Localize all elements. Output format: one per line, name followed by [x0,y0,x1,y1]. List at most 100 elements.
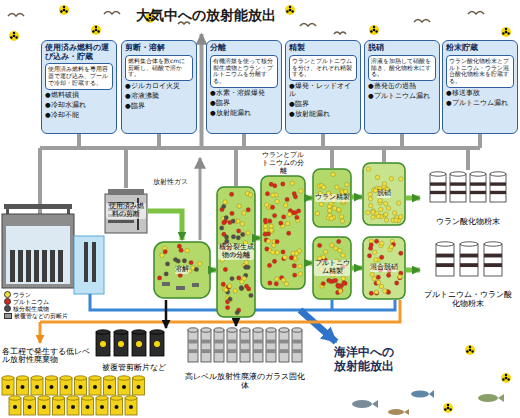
drawing-part [327,204,331,208]
hazard-item: ●蒸発缶の過熱 [368,83,436,91]
drawing-part [444,408,446,410]
legend-row: ウラン [4,291,31,298]
drawing-part [279,349,289,353]
drawing-part [372,250,376,254]
drawing-part [342,280,346,284]
drawing-part [132,332,146,356]
waste-arrow [165,300,168,328]
drawing-part [375,175,379,179]
drawing-part [246,208,250,212]
drawing-part [275,251,279,255]
drawing-part [386,273,390,277]
drawing-part [10,36,12,38]
drawing-part [468,12,484,15]
drawing-part [13,35,16,38]
drawing-part [150,332,164,356]
drawing-part [91,25,101,35]
drawing-part [231,219,235,223]
drawing-part [95,26,97,28]
drawing-part [430,174,446,202]
box-description: 溶液を加熱して硝酸を除き、酸化物粉末にする。 [368,55,436,82]
drawing-part [15,36,17,38]
output-node: プルトニウム・ウラン酸化物粉末 [420,240,516,310]
process-box: 溶解 [152,240,212,300]
process-label: 各工程で発生する低レベル放射性廃棄物 [2,348,90,365]
box-heading: 分離 [210,44,278,53]
drawing-part [173,257,177,261]
drawing-part [315,211,319,215]
drawing-part [269,224,273,228]
hazard-box: 剪断・溶解燃料集合体を数cmに剪断し、硝酸で溶かす。●ジルカロイ火災●溶液沸騰●… [121,40,197,134]
drawing-part [59,5,69,15]
drawing-part [91,25,101,35]
drawing-part [297,249,301,253]
drawing-part [333,206,337,210]
drawing-part [339,215,343,219]
drawing-part [502,32,504,34]
hazard-item: ●水素・溶媒爆発 [210,90,278,98]
drawing-part [300,310,336,342]
drawing-part [293,210,297,214]
process-label: ウランとプルトニウムの分離 [262,152,304,175]
drawing-part [253,330,263,362]
drawing-part [266,349,276,353]
drawing-part [292,349,302,353]
drawing-part [137,385,141,389]
hazard-item: ●爆発・レッドオイル [289,83,357,99]
drawing-part [229,192,233,196]
drawing-part [239,286,243,290]
drawing-part [230,276,234,280]
drawing-part [266,328,276,332]
drawing-part [333,278,337,282]
flow-pipe [148,211,182,240]
drawing-part [240,328,250,332]
drawing-part [188,340,198,344]
drawing-part [484,242,502,246]
drawing-part [225,305,229,309]
drawing-part [154,341,160,347]
drawing-part [469,349,472,352]
drawing-part [248,193,252,197]
drawing-part [465,345,475,355]
drawing-part [501,373,511,383]
drawing-part [374,291,378,295]
drawing-part [436,254,454,258]
drawing-part [39,322,42,343]
drawing-part [222,221,226,225]
drawing-part [376,275,380,279]
drawing-part [201,328,211,332]
drawing-part [352,400,372,408]
drawing-part [269,228,273,232]
hazard-item: ●臨界 [210,100,278,108]
drawing-part [334,32,346,34]
fish [352,390,504,415]
drawing-part [436,244,454,276]
drawing-part [449,408,451,410]
drawing-part [398,276,402,280]
drawing-part [274,282,278,286]
drawing-part [95,29,98,32]
drawing-part [291,10,293,12]
drawing-part [335,185,339,189]
drawing-part [266,340,276,344]
drawing-part [160,253,164,257]
drawing-part [292,264,296,268]
drawing-part [265,203,269,207]
drawing-part [368,197,372,201]
drawing-part [450,174,466,202]
drawing-part [470,174,486,202]
drawing-part [125,396,137,400]
process-box: 混合脱硝 [362,236,406,300]
drawing-part [267,219,271,223]
drawing-part [286,221,290,225]
drawing-part [10,250,15,282]
drawing-part [253,340,263,344]
drawing-part [368,203,372,207]
hazard-box: 脱硝溶液を加熱して硝酸を除き、酸化物粉末にする。●蒸発缶の過熱●プルトニウム漏れ [364,40,440,134]
hazard-item: ●ジルカロイ火災 [125,83,193,91]
drawing-part [104,376,116,380]
drawing-part [222,204,226,208]
waste-node: 各工程で発生する低レベル放射性廃棄物 [0,346,150,418]
drawing-part [154,242,210,298]
drawing-part [227,330,237,362]
